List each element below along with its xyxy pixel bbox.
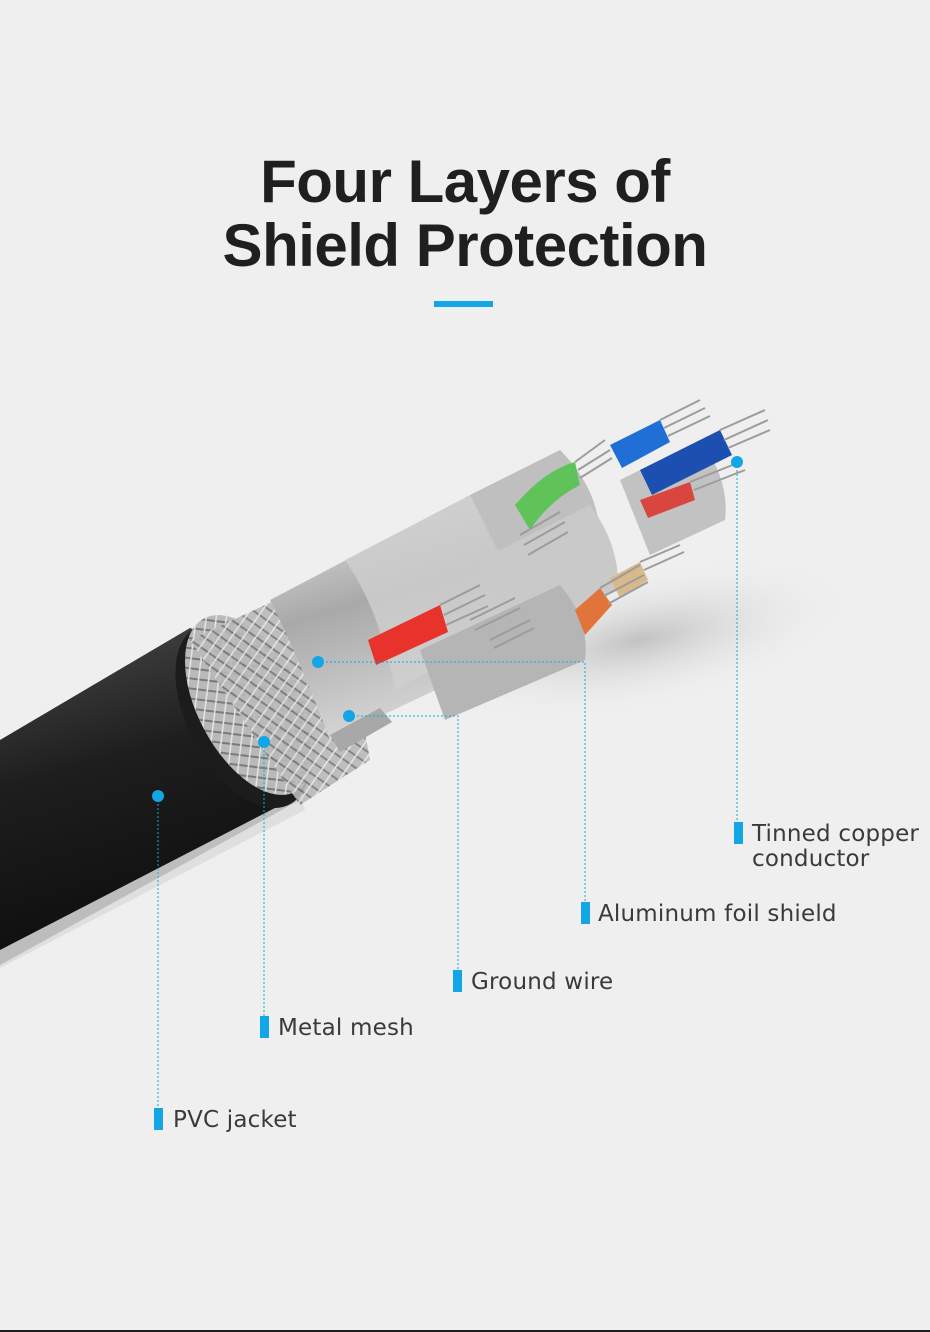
- pvc-jacket-highlight: [0, 795, 305, 968]
- aluminum-foil-shield-marker: [581, 902, 590, 924]
- dot-tinned-copper: [731, 456, 743, 468]
- title-accent-bar: [434, 301, 493, 307]
- tan-conductor: [610, 562, 648, 598]
- blue-conductor-2: [640, 430, 732, 495]
- leader-ground-wire: [349, 715, 459, 970]
- leader-lines: [157, 462, 738, 1108]
- pvc-jacket-label: PVC jacket: [173, 1107, 297, 1133]
- green-conductor: [515, 462, 580, 530]
- dot-aluminum-foil: [312, 656, 324, 668]
- tinned-copper-conductor-label-line-1: Tinned copper: [752, 821, 920, 847]
- aluminum-foil-shield-label: Aluminum foil shield: [598, 901, 837, 927]
- page-title: Four Layers of Shield Protection: [0, 150, 930, 278]
- tinned-copper-conductor-marker: [734, 822, 743, 844]
- dot-ground-wire: [343, 710, 355, 722]
- dot-metal-mesh: [258, 736, 270, 748]
- pvc-jacket-marker: [154, 1108, 163, 1130]
- metal-mesh-marker: [260, 1016, 269, 1038]
- title-line-2: Shield Protection: [222, 212, 708, 279]
- tinned-copper-conductor-label-line-2: conductor: [752, 846, 870, 872]
- dot-pvc-jacket: [152, 790, 164, 802]
- leader-aluminum-foil: [318, 661, 586, 902]
- ground-wire-shape: [330, 708, 392, 752]
- red-conductor: [368, 605, 448, 665]
- leader-dots: [152, 456, 743, 802]
- ground-wire-marker: [453, 970, 462, 992]
- red-conductor-2: [640, 482, 695, 518]
- metal-mesh-label: Metal mesh: [278, 1015, 414, 1041]
- title-line-1: Four Layers of: [260, 148, 670, 215]
- ground-wire-label: Ground wire: [471, 969, 614, 995]
- tinned-copper-strands: [439, 399, 771, 649]
- blue-conductor-1: [610, 420, 670, 468]
- orange-conductor: [575, 588, 612, 635]
- bottom-border: [0, 1330, 930, 1332]
